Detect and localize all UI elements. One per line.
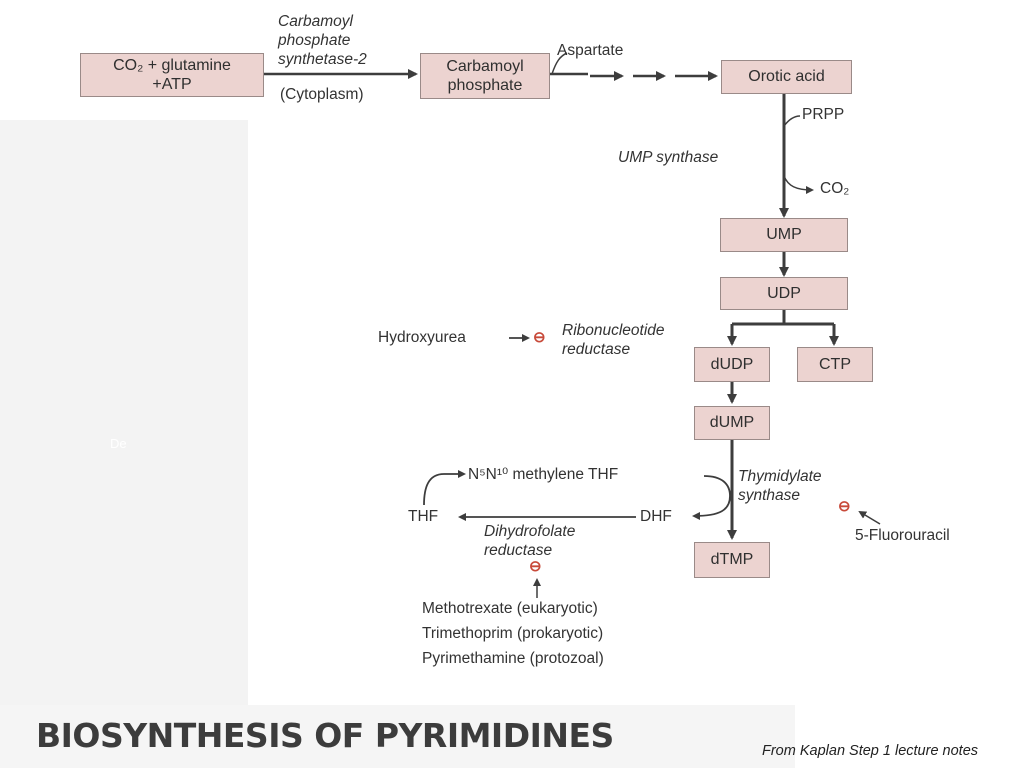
- aspartate-arc: [551, 52, 568, 75]
- label-co2: CO₂: [820, 180, 850, 197]
- label-hydroxyurea: Hydroxyurea: [378, 329, 466, 346]
- thf-to-methylene-arrow: [423, 470, 466, 506]
- box-carbamoyl-phosphate: Carbamoyl phosphate: [420, 53, 550, 99]
- fluorouracil-arrow: [858, 510, 881, 525]
- label-thymidylate-synthase: Thymidylate synthase: [738, 468, 822, 504]
- label-ribonucleotide-reductase: Ribonucleotide reductase: [562, 322, 665, 358]
- box-dudp: dUDP: [694, 347, 770, 382]
- box-udp: UDP: [720, 277, 848, 310]
- label-ump-synthase: UMP synthase: [618, 149, 719, 166]
- background-panel: [0, 120, 248, 710]
- label-thf: THF: [408, 508, 439, 525]
- label-dhf: DHF: [640, 508, 672, 525]
- faint-text: De: [110, 436, 127, 451]
- prpp-arc: [783, 115, 801, 127]
- label-n5n10-methylene-thf: N⁵N¹⁰ methylene THF: [468, 466, 619, 483]
- label-dihydrofolate-reductase: Dihydrofolate reductase: [484, 523, 576, 559]
- co2-release-arrow: [783, 175, 814, 194]
- box-ump: UMP: [720, 218, 848, 252]
- label-methotrexate: Methotrexate (eukaryotic): [422, 600, 598, 617]
- label-cytoplasm: (Cytoplasm): [280, 86, 364, 103]
- inhibitor-symbol-5fu: ⊖: [838, 498, 851, 515]
- label-5-fluorouracil: 5-Fluorouracil: [855, 527, 950, 544]
- inhibitor-symbol-dhfr: ⊖: [529, 558, 542, 575]
- methylene-to-dhf-arrow: [692, 475, 731, 520]
- box-orotic-acid: Orotic acid: [721, 60, 852, 94]
- inhibitor-symbol-hydroxyurea: ⊖: [533, 329, 546, 346]
- label-carbamoyl-phosphate-synthetase-2: Carbamoyl phosphate synthetase-2: [278, 13, 367, 68]
- label-trimethoprim: Trimethoprim (prokaryotic): [422, 625, 604, 642]
- box-dtmp: dTMP: [694, 542, 770, 578]
- box-co2-glutamine-atp: CO₂ + glutamine +ATP: [80, 53, 264, 97]
- label-prpp: PRPP: [802, 106, 845, 123]
- title-band: [0, 705, 795, 768]
- box-ctp: CTP: [797, 347, 873, 382]
- slide-title: BIOSYNTHESIS OF PYRIMIDINES: [36, 716, 614, 755]
- source-citation: From Kaplan Step 1 lecture notes: [762, 743, 979, 759]
- label-aspartate: Aspartate: [557, 42, 624, 59]
- label-pyrimethamine: Pyrimethamine (protozoal): [422, 650, 604, 667]
- box-dump: dUMP: [694, 406, 770, 440]
